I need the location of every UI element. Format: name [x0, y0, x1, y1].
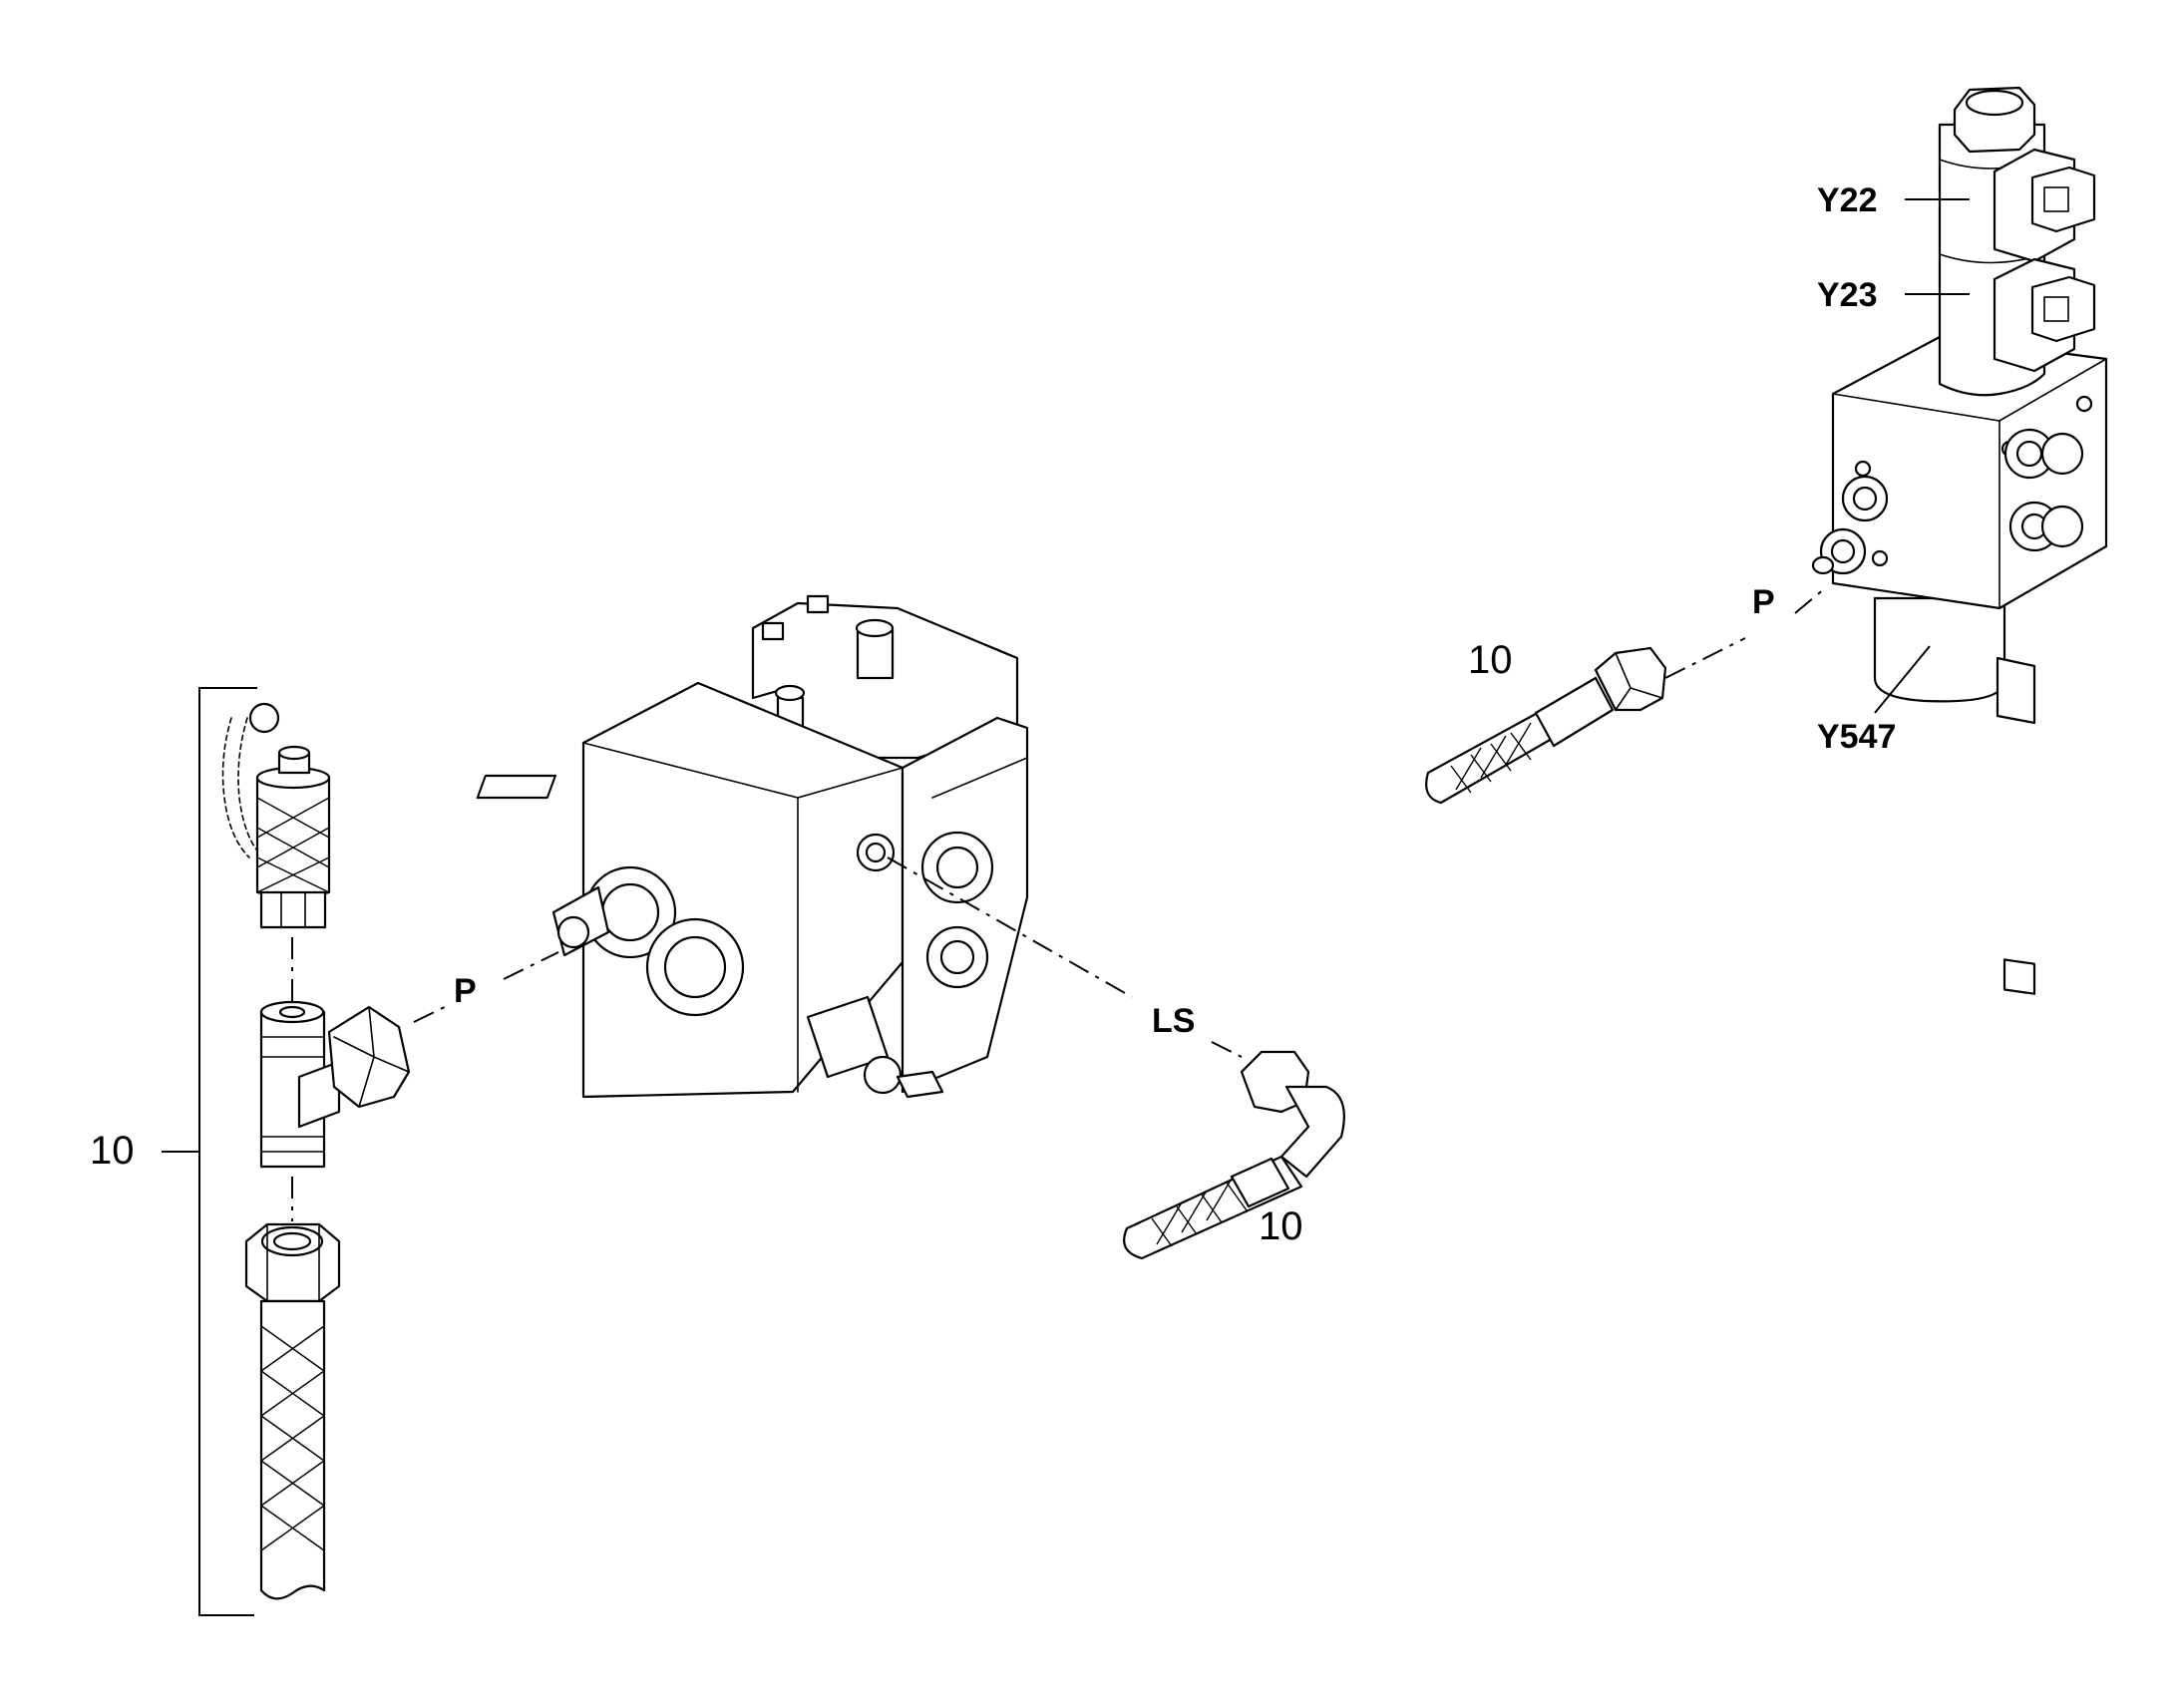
label-y23: Y23 [1817, 276, 1878, 314]
control-valve-center [476, 594, 1029, 1099]
solenoid-y23-connector [1993, 257, 2096, 373]
label-10-left: 10 [90, 1129, 135, 1173]
solenoid-y547 [1873, 596, 2036, 995]
cap-chain [221, 717, 262, 858]
valve-block-right [1811, 335, 2108, 610]
assembly-bracket [198, 687, 257, 1616]
label-p-left: P [454, 972, 477, 1010]
label-y547: Y547 [1817, 718, 1897, 756]
label-10-right: 10 [1468, 638, 1513, 682]
label-y22: Y22 [1817, 181, 1878, 219]
y547-leader [1874, 645, 1931, 714]
solenoid-valve-assembly [1811, 86, 2108, 995]
p-left-chain-a [413, 1004, 450, 1023]
hose-ls-elbow [1123, 1050, 1345, 1260]
ls-chain-a [887, 856, 1133, 998]
p-right-chain-a [1664, 637, 1746, 679]
label-ls: LS [1152, 1002, 1196, 1040]
label-p-right: P [1752, 583, 1775, 621]
ls-chain-b [1211, 1041, 1243, 1058]
hose-right [1425, 646, 1667, 805]
label-10-center: 10 [1259, 1204, 1303, 1248]
solenoid-y22-connector [1993, 148, 2096, 263]
p-left-chain-b [503, 951, 559, 980]
p-right-chain-b [1794, 587, 1826, 614]
test-coupling-assembly [162, 687, 411, 1616]
